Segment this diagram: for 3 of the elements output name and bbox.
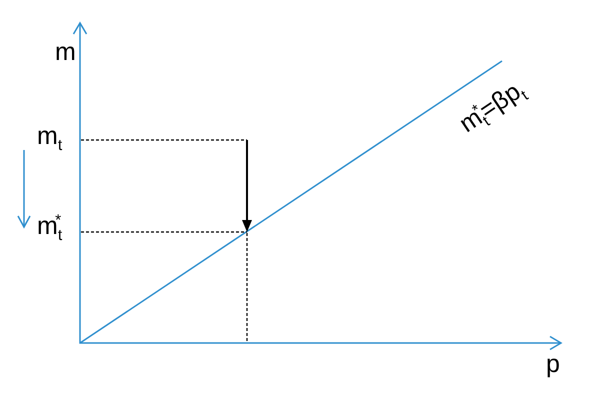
axis-label: m [55, 40, 76, 65]
axis-label: p [546, 352, 560, 377]
axis-value-label: m$_{t}$ [37, 124, 62, 149]
